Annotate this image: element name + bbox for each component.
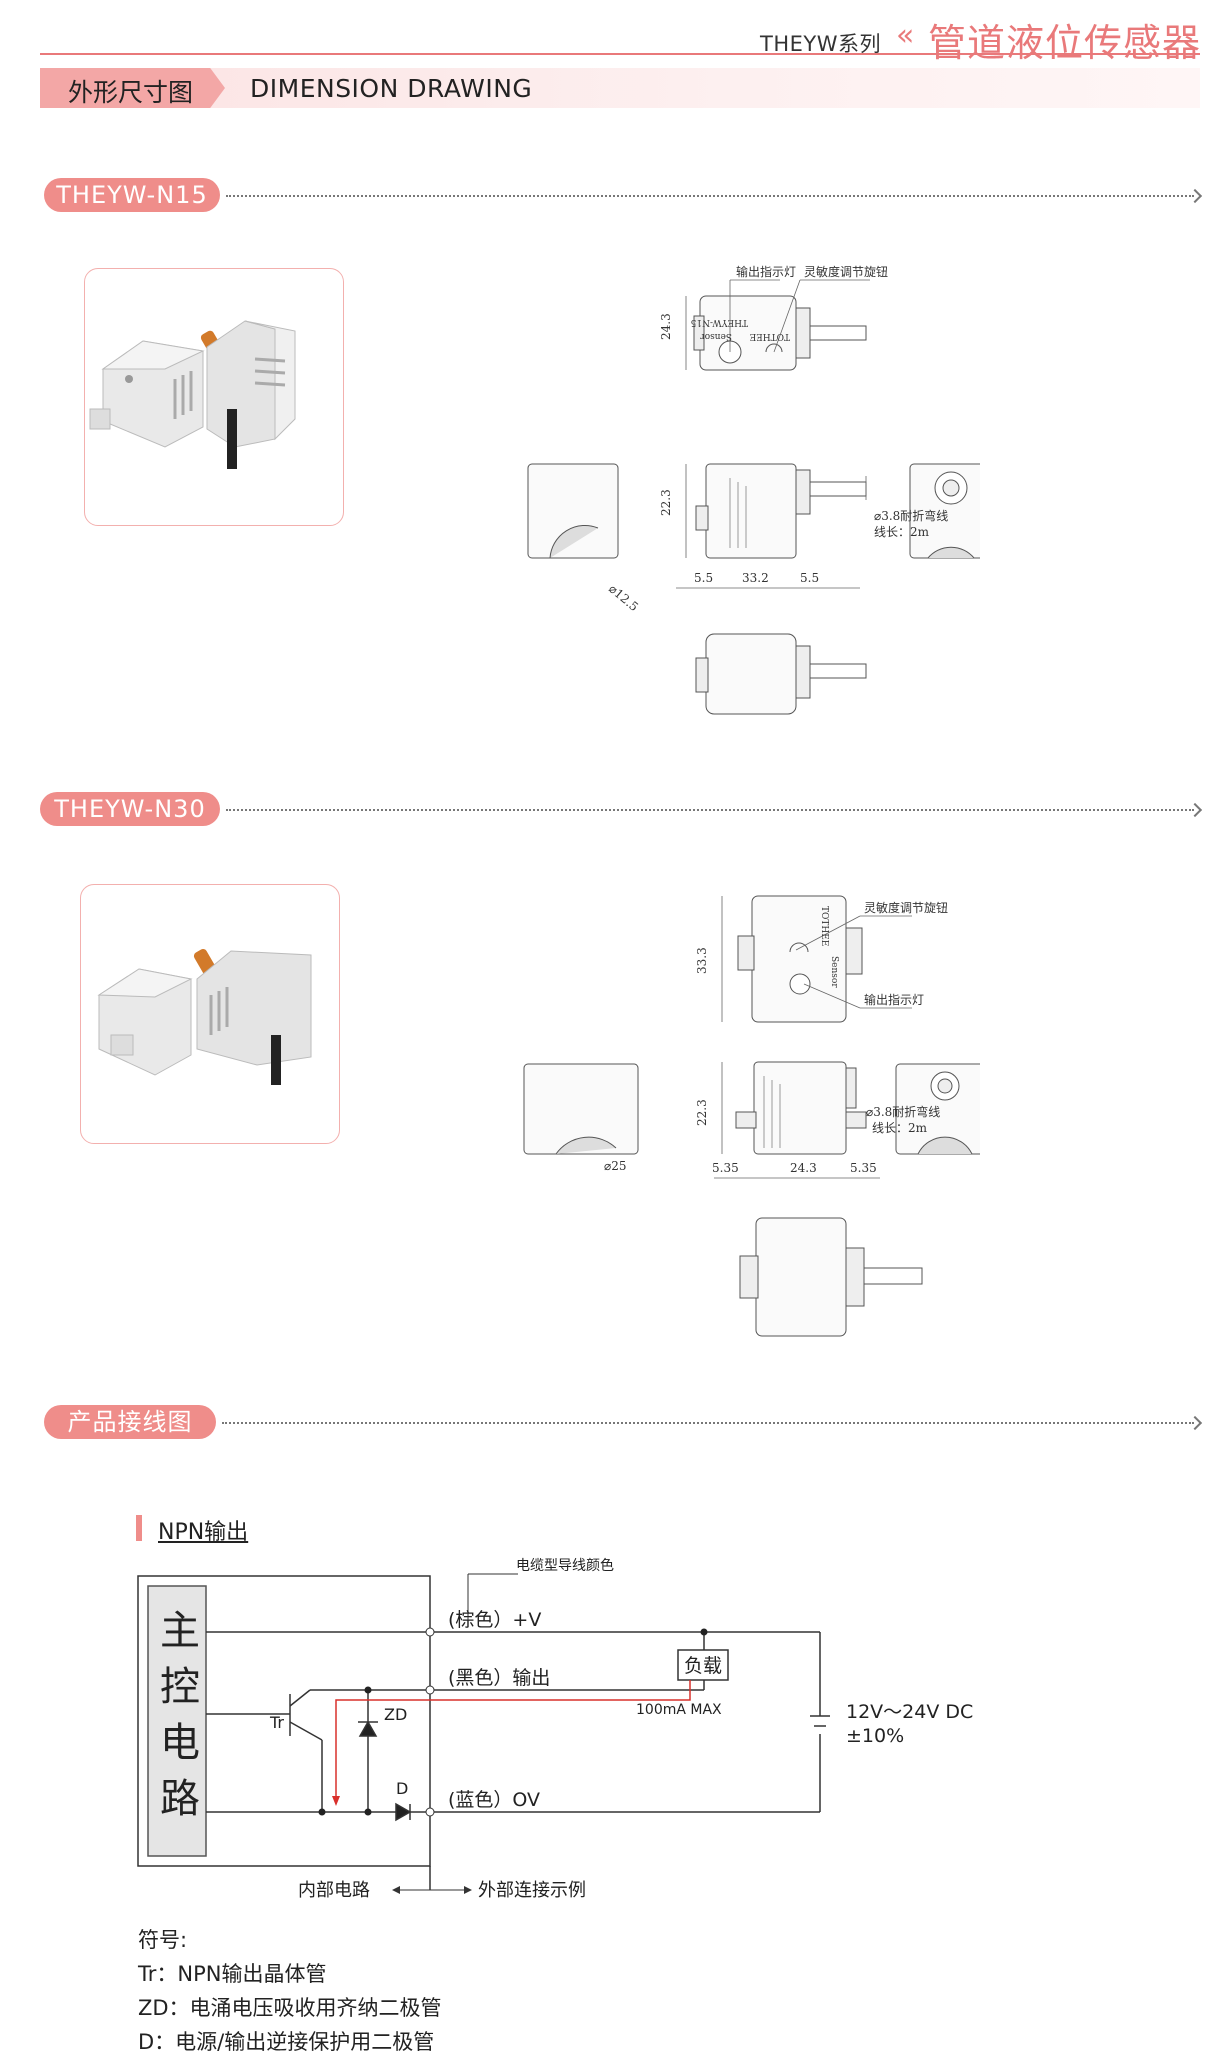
tr-label: Tr: [269, 1713, 284, 1732]
product-photo-n15: [84, 268, 344, 526]
header-rule: [40, 53, 1200, 55]
npn-marker: [136, 1515, 142, 1541]
label-model: THEYW-N15: [690, 317, 748, 327]
dimension-drawing-n30: 33.3 22.3 5.35 24.3 5.35 ⌀25 ⌀3.8耐折弯线 线长…: [523, 895, 980, 1337]
dotted-divider: [222, 1422, 1194, 1424]
cable-length: 线长：2m: [872, 1121, 928, 1135]
external-example-label: 外部连接示例: [478, 1880, 586, 1901]
main-circuit-char: 电: [160, 1720, 200, 1766]
dim-diameter: ⌀25: [604, 1159, 627, 1173]
npn-title: NPN输出: [158, 1520, 249, 1545]
label-brand: TOTHEE: [750, 331, 790, 341]
supply-voltage: 12V～24V DC: [846, 1701, 973, 1723]
model-pill-n30: THEYW-N30: [40, 792, 220, 826]
dim-height-top: 33.3: [695, 947, 709, 974]
legend-title: 符号:: [138, 1928, 188, 1952]
dim-left: 5.35: [712, 1161, 739, 1175]
series-name: THEYW系列: [760, 32, 881, 56]
callout-knob: 灵敏度调节旋钮: [864, 900, 948, 915]
d-label: D: [396, 1779, 408, 1798]
cable-color-note: 电缆型导线颜色: [516, 1557, 614, 1574]
sensor-photo-graphic: [89, 320, 296, 469]
label-brand: TOTHEE: [819, 906, 829, 946]
chevron-right-icon: [1187, 802, 1203, 818]
legend-tr: Tr：NPN输出晶体管: [138, 1962, 327, 1986]
cable-spec: ⌀3.8耐折弯线: [874, 508, 948, 523]
wiring-pill: 产品接线图: [44, 1405, 216, 1439]
dim-height-side: 22.3: [659, 489, 673, 516]
internal-circuit-label: 内部电路: [298, 1880, 370, 1901]
load-label: 负载: [684, 1655, 722, 1677]
model-pill-n15: THEYW-N15: [44, 178, 220, 212]
dim-mid: 33.2: [742, 571, 769, 585]
callout-indicator: 输出指示灯: [736, 264, 796, 279]
max-current: 100mA MAX: [636, 1702, 722, 1718]
dim-height-side: 22.3: [695, 1099, 709, 1126]
legend-d: D：电源/输出逆接保护用二极管: [138, 2030, 435, 2054]
cable-spec: ⌀3.8耐折弯线: [866, 1104, 940, 1119]
main-circuit-char: 控: [160, 1664, 200, 1710]
dotted-divider: [226, 195, 1194, 197]
blue-wire-label: (蓝色）OV: [448, 1789, 540, 1811]
main-circuit-char: 路: [160, 1776, 200, 1822]
page-title: 管道液位传感器: [928, 21, 1202, 65]
dotted-divider: [226, 809, 1194, 811]
banner-title-en: DIMENSION DRAWING: [250, 74, 533, 103]
zd-label: ZD: [384, 1705, 407, 1724]
chevron-right-icon: [1187, 188, 1203, 204]
dimension-drawing-n15: 24.3 22.3 5.5 33.2 5.5 ⌀12.5 ⌀3.8耐折弯线 线长…: [527, 264, 980, 715]
cable-length: 线长：2m: [874, 525, 930, 539]
dim-right: 5.5: [800, 571, 819, 585]
sensor-photo-graphic: [97, 948, 312, 1085]
supply-tolerance: ±10%: [846, 1725, 904, 1747]
label-sensor: Sensor: [829, 956, 839, 988]
banner-tab: [40, 68, 225, 108]
legend-zd: ZD：电涌电压吸收用齐纳二极管: [138, 1996, 442, 2020]
product-photo-n30: [80, 884, 340, 1144]
main-circuit-char: 主: [160, 1608, 200, 1654]
dim-right: 5.35: [850, 1161, 877, 1175]
dim-left: 5.5: [694, 571, 713, 585]
banner-title-cn: 外形尺寸图: [68, 78, 194, 107]
callout-indicator: 输出指示灯: [864, 992, 924, 1007]
label-sensor: Sensor: [700, 331, 732, 341]
dim-height-top: 24.3: [659, 313, 673, 340]
npn-wiring-diagram: 电缆型导线颜色 (棕色）+V (黑色）输出 (蓝色）OV 负载 100mA MA…: [137, 1557, 973, 1901]
brown-wire-label: (棕色）+V: [448, 1609, 541, 1631]
dim-diameter: ⌀12.5: [606, 582, 641, 615]
double-chevron-icon: «: [896, 18, 915, 53]
dim-mid: 24.3: [790, 1161, 817, 1175]
black-wire-label: (黑色）输出: [448, 1667, 550, 1689]
section-banner: [40, 68, 1200, 108]
callout-knob: 灵敏度调节旋钮: [804, 264, 888, 279]
chevron-right-icon: [1187, 1415, 1203, 1431]
